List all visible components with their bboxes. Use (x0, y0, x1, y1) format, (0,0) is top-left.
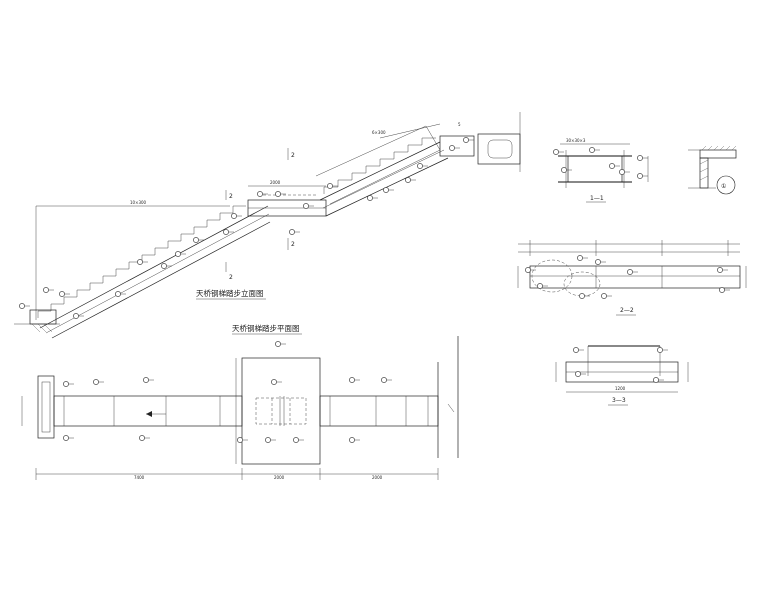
callout-marker (349, 377, 355, 383)
callout-marker (579, 293, 585, 299)
callout-marker (73, 313, 79, 319)
section-3-dim: 1200 (615, 386, 626, 391)
callout-marker (137, 259, 143, 265)
callout-marker (257, 191, 263, 197)
callout-marker (275, 341, 281, 347)
plan-dim-1: 7400 (134, 475, 145, 480)
callout-marker (139, 435, 145, 441)
svg-text:2: 2 (229, 274, 233, 281)
callout-marker (717, 267, 723, 273)
callout-marker (537, 283, 543, 289)
svg-text:30×30×3: 30×30×3 (566, 138, 586, 143)
detail-1: ① (688, 145, 737, 195)
section-3-title: 3—3 (612, 397, 626, 404)
step-profile (323, 137, 436, 194)
callout-marker (303, 203, 309, 209)
plan-dim-2: 2000 (274, 475, 285, 480)
section-1-1: 30×30×3 1—1 (553, 138, 649, 203)
callout-marker (289, 229, 295, 235)
callout-marker (601, 293, 607, 299)
callout-marker (223, 229, 229, 235)
stair-elevation: 2 2 2 2 10×300 2000 6×300 5 天桥钢梯踏步立面图 (14, 112, 521, 339)
callout-marker (43, 287, 49, 293)
svg-text:5: 5 (458, 122, 461, 127)
callout-marker (577, 255, 583, 261)
section-1-title: 1—1 (590, 195, 604, 202)
callout-marker (637, 155, 643, 161)
callout-marker (367, 195, 373, 201)
upper-flight-steps (323, 137, 436, 194)
callout-marker (609, 163, 615, 169)
callout-marker (63, 381, 69, 387)
callout-marker (231, 213, 237, 219)
callout-marker (327, 183, 333, 189)
plan-callouts (63, 341, 392, 443)
callout-marker (161, 263, 167, 269)
section-2-callouts (525, 255, 730, 299)
callout-marker (525, 267, 531, 273)
section-1-callouts (553, 147, 648, 179)
callout-marker (575, 371, 581, 377)
section-2-2: 2—2 (517, 240, 747, 316)
callout-marker (561, 167, 567, 173)
elevation-callouts (19, 137, 474, 319)
callout-marker (275, 191, 281, 197)
plan-title: 天桥钢梯踏步平面图 (232, 323, 300, 333)
svg-text:2: 2 (229, 193, 233, 200)
callout-marker (619, 169, 625, 175)
svg-text:2: 2 (291, 241, 295, 248)
callout-marker (589, 147, 595, 153)
svg-text:6×300: 6×300 (372, 130, 386, 135)
callout-marker (115, 291, 121, 297)
svg-text:10×300: 10×300 (130, 200, 147, 205)
svg-text:2000: 2000 (270, 180, 281, 185)
callout-marker (349, 437, 355, 443)
callout-marker (63, 435, 69, 441)
plan-dim-3: 2000 (372, 475, 383, 480)
section-3-3: 1200 3—3 (555, 345, 689, 406)
callout-marker (653, 377, 659, 383)
elevation-title: 天桥钢梯踏步立面图 (196, 288, 264, 298)
callout-marker (627, 269, 633, 275)
stair-plan: 天桥钢梯踏步平面图 (21, 323, 459, 480)
section-3-callouts (573, 347, 668, 383)
callout-marker (237, 437, 243, 443)
callout-marker (59, 291, 65, 297)
callout-marker (417, 163, 423, 169)
callout-marker (595, 259, 601, 265)
callout-marker (449, 145, 455, 151)
callout-marker (637, 173, 643, 179)
callout-marker (93, 379, 99, 385)
callout-marker (193, 237, 199, 243)
callout-marker (381, 377, 387, 383)
callout-marker (553, 149, 559, 155)
callout-marker (143, 377, 149, 383)
callout-marker (19, 303, 25, 309)
callout-marker (719, 287, 725, 293)
detail-1-marker: ① (721, 183, 726, 190)
callout-marker (271, 379, 277, 385)
callout-marker (383, 187, 389, 193)
callout-marker (405, 177, 411, 183)
callout-marker (175, 251, 181, 257)
callout-marker (657, 347, 663, 353)
svg-text:2: 2 (291, 152, 295, 159)
callout-marker (265, 437, 271, 443)
callout-marker (463, 137, 469, 143)
callout-marker (293, 437, 299, 443)
callout-marker (573, 347, 579, 353)
section-2-title: 2—2 (620, 307, 634, 314)
